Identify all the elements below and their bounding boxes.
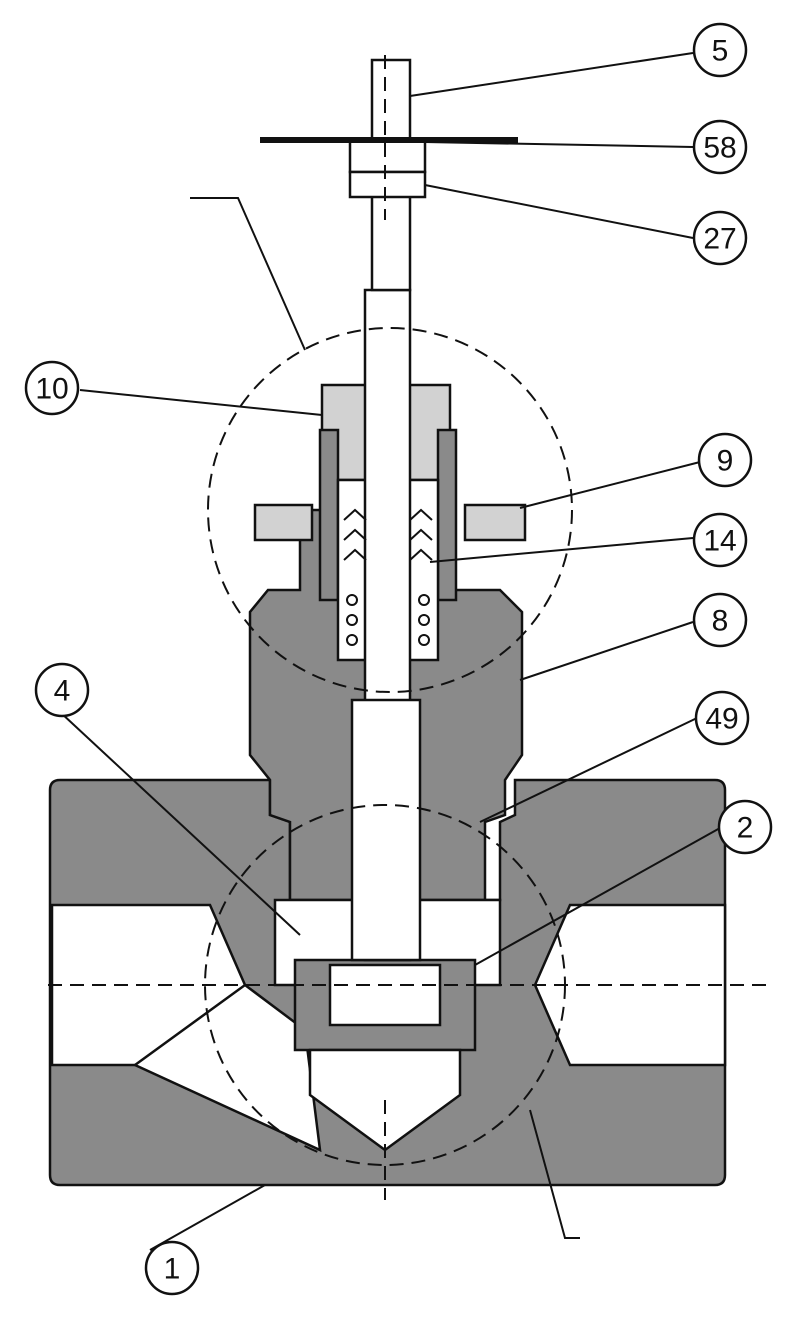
callout-1: 1 — [144, 1240, 200, 1296]
valve-body — [48, 58, 727, 1187]
callout-leaders — [59, 52, 721, 1251]
callout-58: 58 — [692, 119, 748, 175]
callout-label: 9 — [717, 445, 734, 478]
detail-leaders — [190, 197, 580, 1239]
callout-label: 10 — [35, 373, 68, 406]
callout-5: 5 — [692, 22, 748, 78]
hex-nut-lower — [348, 170, 427, 199]
callout-circle — [24, 360, 80, 416]
lock-washer-left — [253, 503, 314, 542]
callout-circle — [692, 592, 748, 648]
callout-8: 8 — [692, 592, 748, 648]
disc-springs — [343, 508, 433, 646]
callout-circle — [692, 22, 748, 78]
callout-label: 49 — [705, 703, 738, 736]
callout-27: 27 — [692, 210, 748, 266]
callout-label: 58 — [703, 132, 736, 165]
callout-circle — [694, 690, 750, 746]
callout-2: 2 — [717, 799, 773, 855]
callout-10: 10 — [24, 360, 80, 416]
callout-label: 1 — [164, 1253, 181, 1286]
callout-circle — [34, 662, 90, 718]
callout-circle — [692, 210, 748, 266]
callout-label: 5 — [712, 35, 729, 68]
gland-right — [436, 428, 458, 602]
detail-circle-upper — [207, 327, 573, 693]
lock-washer-right — [463, 503, 527, 542]
hex-nut-upper — [348, 138, 427, 174]
callout-49: 49 — [694, 690, 750, 746]
callout-circle — [692, 119, 748, 175]
callout-circle — [717, 799, 773, 855]
callout-label: 27 — [703, 223, 736, 256]
stem-lower — [350, 698, 422, 962]
detail-circles — [48, 55, 770, 1200]
callouts: 5 58 27 10 9 14 8 4 49 2 1 — [24, 22, 773, 1296]
stem-seal — [328, 963, 442, 1027]
callout-label: 14 — [703, 525, 736, 558]
callout-14: 14 — [692, 512, 748, 568]
callout-circle — [692, 512, 748, 568]
callout-circle — [144, 1240, 200, 1296]
callout-label: 8 — [712, 605, 729, 638]
callout-label: 2 — [737, 812, 754, 845]
gland-left — [318, 428, 340, 602]
handle-bar — [260, 137, 518, 143]
callout-circle — [697, 432, 753, 488]
callout-4: 4 — [34, 662, 90, 718]
callout-9: 9 — [697, 432, 753, 488]
callout-label: 4 — [54, 675, 71, 708]
